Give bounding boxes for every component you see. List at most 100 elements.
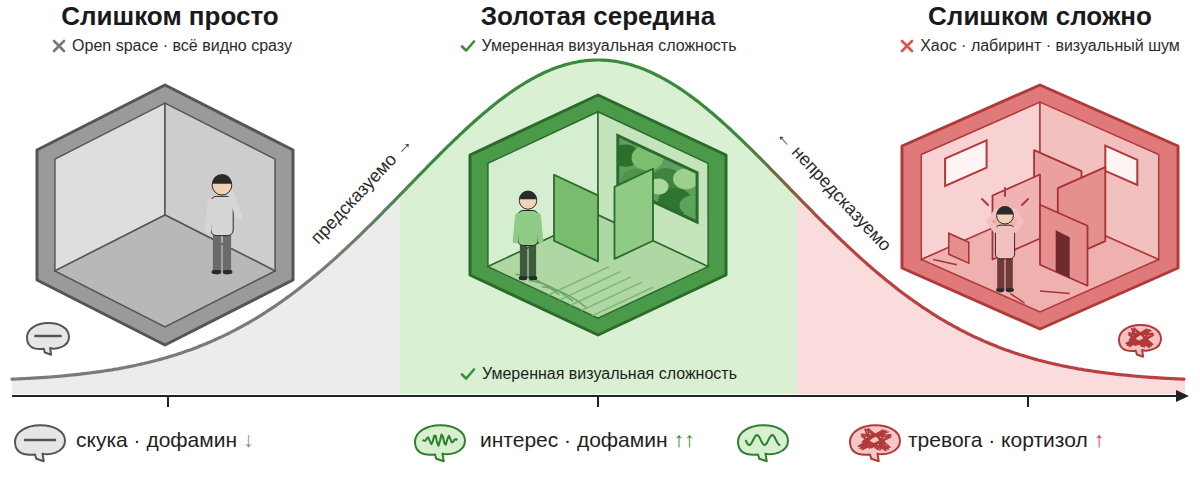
person-limb [229,188,239,216]
person-limb [521,276,526,280]
floor-board [592,287,653,315]
check-icon [460,38,476,54]
zone-caption-row: Умеренная визуальная сложность [460,365,737,383]
label-group: скука · дофамин↓ [76,428,254,452]
partition-wall [993,175,1041,260]
golden-zone [400,60,797,394]
room-shell [37,85,293,345]
person-limb [516,216,519,241]
person-limb [1006,256,1013,288]
foliage [680,196,704,215]
zone-subtitle: Хаос · лабиринт · визуальный шум [920,37,1180,55]
bell-curve [12,60,1184,379]
label-group: тревога · кортизол↑ [908,428,1104,452]
room-floor [55,215,275,327]
label-group: интерес · дофамин↑↑ [480,428,695,452]
room-shell [902,85,1178,329]
brain-outline [15,425,65,461]
brain-flatline [35,335,60,338]
brain-outline [1119,325,1161,357]
x-axis [12,395,1178,397]
zone-heading: Слишком просто [61,2,278,32]
window [1105,146,1137,185]
person-limb [1007,288,1012,292]
debris [1010,294,1024,303]
zone-subtitle: Open space · всё видно сразу [72,37,292,55]
axis-arrow [1176,390,1189,402]
brain-tangle [1126,328,1153,347]
cross-mark [54,41,64,51]
floor-wave [542,287,586,308]
trend-arrow: ↑↑ [674,428,695,452]
partition-wall [615,169,654,259]
axis-tick [1027,396,1029,407]
person-hair [212,174,232,184]
door [1056,230,1070,278]
cross-mark [902,41,912,51]
brain-icon [850,425,900,461]
brain-icon [15,425,65,461]
person-limb [989,211,996,222]
box [949,233,969,263]
person-limb [208,202,211,230]
brain-outline [415,425,465,461]
axis-tick [167,396,169,407]
trend-arrow: ↓ [243,428,254,452]
brain-tangle [858,429,891,451]
person-limb [529,243,537,277]
zone-band: Умеренная визуальная сложность [400,60,797,393]
room-illustration [470,95,726,335]
brain-outline [850,425,900,461]
person-limb [213,233,221,271]
brain-icon [27,323,69,355]
cross-icon [52,39,66,53]
debris [1040,291,1070,294]
zone-heading: Золотая середина [481,2,715,32]
person-limb [531,276,536,280]
zone-caption: Умеренная визуальная сложность [482,365,737,383]
floor-wave [515,274,559,295]
cross-icon [900,39,914,53]
person-hair [997,206,1014,214]
axis-tick [597,396,599,407]
person-limb [1013,211,1020,222]
trend-arrow: ↑ [1094,428,1105,452]
state-label: тревога · кортизол [908,428,1088,452]
partition-wall [1040,205,1088,286]
brain-wave [423,435,458,446]
check-icon [460,366,476,382]
label-group: Слишком сложно [928,2,1152,32]
window [945,140,987,186]
person-limb [538,216,541,241]
person-limb [997,256,1004,288]
room-shell [470,95,726,335]
room-illustration [37,85,293,345]
debris [933,259,957,264]
floor-wave [529,281,573,302]
person-limb [214,270,220,274]
brain-icon [738,425,788,461]
label-group: Слишком просто [61,2,278,32]
stress-marks [982,188,1028,205]
brain-wave [746,435,781,445]
brain-icon [1119,325,1161,357]
brain-outline [738,425,788,461]
label-group: Хаос · лабиринт · визуальный шум [900,37,1180,55]
person-body [211,196,233,235]
brain-icon [415,425,465,461]
person-limb [223,233,231,271]
person-body [995,225,1014,259]
state-label: скука · дофамин [76,428,237,452]
person-limb [225,270,231,274]
check-mark [462,42,474,51]
brain-flatline [25,439,55,442]
person-limb [998,288,1003,292]
label-group: Золотая середина [481,2,715,32]
room-illustration [902,85,1178,329]
label-group: Open space · всё видно сразу [52,37,292,55]
state-label: интерес · дофамин [480,428,668,452]
check-mark [462,369,474,378]
zone-heading: Слишком сложно [928,2,1152,32]
brain-outline [27,323,69,355]
